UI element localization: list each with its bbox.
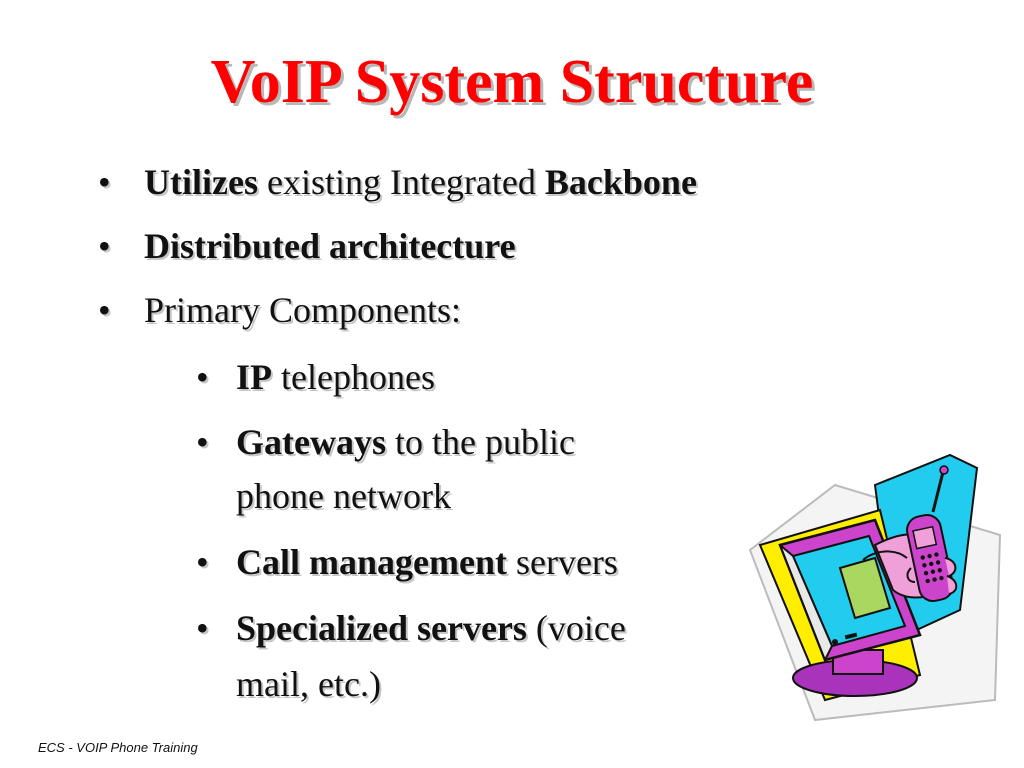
bullet-glyph: • [98,162,111,202]
bullet-item: • Primary Components: [98,288,461,332]
bullet-bold: Backbone [544,162,697,202]
bullet-glyph: • [196,422,209,462]
sub-bullet-item: • Call management servers [196,540,618,584]
bullet-bold: Distributed architecture [144,226,516,266]
sub-bullet-text: (voice [526,608,626,648]
bullet-glyph: • [196,357,209,397]
computer-phone-clipart-icon [745,450,1010,725]
slide-title: VoIP System Structure [210,48,814,116]
sub-bullet-text: telephones [272,357,435,397]
footer-text: ECS - VOIP Phone Training [38,740,198,755]
bullet-glyph: • [98,290,111,330]
bullet-bold: Utilizes [144,162,258,202]
sub-bullet-continuation: phone network [236,476,451,516]
sub-bullet-item: • Specialized servers (voice [196,606,626,650]
sub-bullet-bold: IP [236,357,272,397]
sub-bullet-bold: Call management [236,542,507,582]
sub-bullet-text: to the public [385,422,575,462]
sub-bullet-item: • IP telephones [196,355,435,399]
sub-bullet-bold: Specialized servers [236,608,527,648]
bullet-item: • Distributed architecture [98,224,516,268]
bullet-text: Primary Components: [144,290,461,330]
bullet-glyph: • [98,226,111,266]
sub-bullet-bold: Gateways [236,422,386,462]
bullet-glyph: • [196,542,209,582]
sub-bullet-item: • Gateways to the public [196,420,575,464]
sub-bullet-continuation: mail, etc.) [236,664,381,704]
bullet-text: existing Integrated [257,162,545,202]
bullet-glyph: • [196,608,209,648]
sub-bullet-text: servers [506,542,618,582]
bullet-item: • Utilizes existing Integrated Backbone [98,160,697,204]
